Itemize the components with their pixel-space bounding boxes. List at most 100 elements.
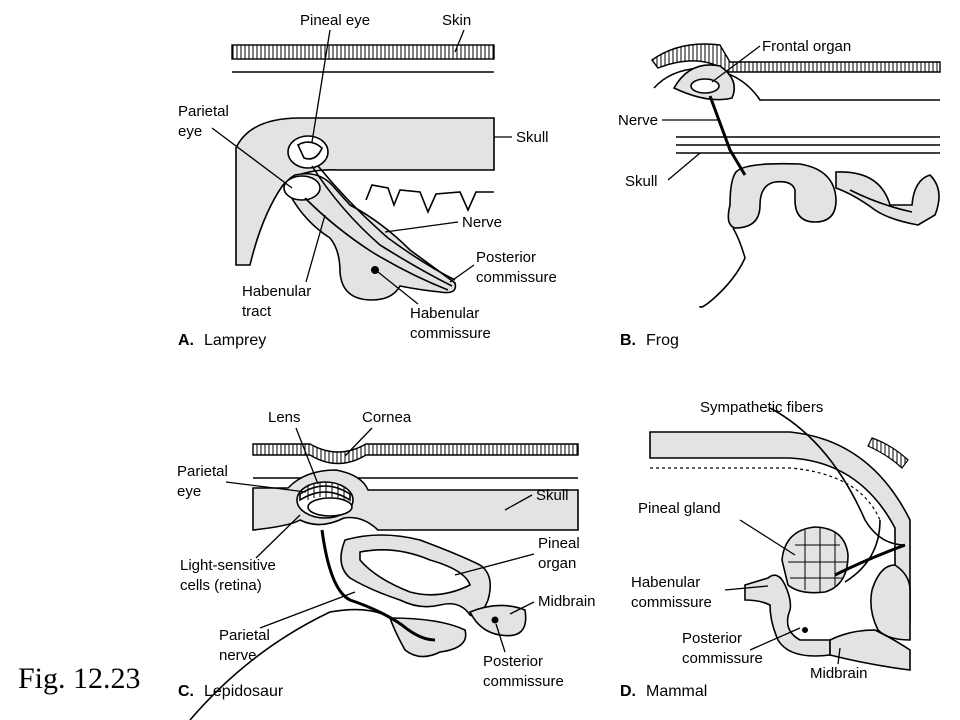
lamprey-nerve-3 (304, 197, 449, 291)
label-habenular-tract-2: tract (242, 303, 272, 320)
label-skull: Skull (516, 129, 549, 146)
leader-habenular-commissure (377, 271, 419, 305)
frog-pineal-stalk (835, 171, 940, 226)
mammal-sympathetic-fiber (769, 407, 906, 546)
label-frontal-organ: Frontal organ (762, 38, 851, 55)
lepidosaur-lower-brain (388, 617, 467, 658)
mammal-posterior-commissure-dot (802, 627, 808, 633)
label-parietal-eye-c-1: Parietal (177, 463, 228, 480)
lamprey-pineal-eye-retina (296, 141, 323, 160)
mammal-midbrain (829, 629, 911, 671)
lamprey-pineal-eye (287, 135, 329, 169)
leader-skull-b (667, 152, 701, 181)
label-midbrain-d: Midbrain (810, 665, 868, 682)
label-light-sensitive-2: cells (retina) (180, 577, 262, 594)
lepidosaur-parietal-nerve (320, 529, 436, 642)
leader-posterior-commissure-d (749, 627, 801, 651)
lamprey-cranial-roof (365, 184, 494, 215)
leader-posterior-commissure-c (495, 623, 506, 653)
leader-posterior-commissure (449, 264, 475, 283)
label-habenular-commissure-2: commissure (410, 325, 491, 342)
label-parietal-nerve-1: Parietal (219, 627, 270, 644)
leader-light-sensitive (255, 514, 301, 559)
mammal-skin (867, 437, 909, 469)
leader-skull-c (504, 494, 533, 511)
leader-parietal-eye (211, 127, 293, 189)
leader-frontal-organ (711, 45, 761, 83)
leader-pineal-gland (739, 519, 796, 556)
label-habenular-commissure-d-2: commissure (631, 594, 712, 611)
lamprey-parietal-eye (283, 175, 321, 201)
label-posterior-commissure-2: commissure (476, 269, 557, 286)
mammal-dura-inner (844, 519, 881, 583)
leader-parietal-nerve (259, 591, 356, 629)
label-nerve: Nerve (462, 214, 502, 231)
frog-brain (727, 162, 837, 229)
label-habenular-commissure-1: Habenular (410, 305, 479, 322)
label-pineal-eye: Pineal eye (300, 12, 370, 29)
label-posterior-commissure-d-1: Posterior (682, 630, 742, 647)
lamprey-nerve-2 (317, 165, 456, 281)
leader-lens (295, 427, 319, 485)
leader-pineal-organ (454, 553, 535, 576)
panel-d-name: Mammal (646, 683, 707, 700)
label-parietal-eye-1: Parietal (178, 103, 229, 120)
label-light-sensitive-1: Light-sensitive (180, 557, 276, 574)
lamprey-habenular-commissure-dot (371, 266, 379, 274)
panel-a-name: Lamprey (204, 332, 266, 349)
frog-frontal-organ-lumen (690, 78, 720, 94)
mammal-sympathetic-nerve (834, 543, 906, 577)
label-pineal-organ-1: Pineal (538, 535, 580, 552)
frog-skin (651, 43, 941, 73)
label-parietal-eye-c-2: eye (177, 483, 201, 500)
leader-nerve (384, 221, 459, 233)
label-midbrain-c: Midbrain (538, 593, 596, 610)
leader-midbrain-c (509, 601, 535, 615)
leader-pineal-eye (311, 29, 331, 143)
label-parietal-eye-2: eye (178, 123, 202, 140)
label-cornea: Cornea (362, 409, 412, 426)
lepidosaur-posterior-commissure-dot (491, 616, 499, 624)
panel-d-mammal: Sympathetic fibers Pineal gland Habenula… (620, 399, 911, 700)
panel-b-letter: B. (620, 332, 636, 349)
label-lens: Lens (268, 409, 301, 426)
mammal-pineal-gland (781, 526, 849, 594)
lamprey-nerve-1 (311, 165, 453, 287)
label-nerve-b: Nerve (618, 112, 658, 129)
leader-parietal-eye-c (225, 481, 307, 493)
label-habenular-tract-1: Habenular (242, 283, 311, 300)
label-skull-b: Skull (625, 173, 658, 190)
label-posterior-commissure-1: Posterior (476, 249, 536, 266)
leader-habenular-tract (305, 214, 326, 283)
frog-nerve-tract (849, 189, 913, 213)
panel-c-letter: C. (178, 683, 194, 700)
label-posterior-commissure-d-2: commissure (682, 650, 763, 667)
panel-c-name: Lepidosaur (204, 683, 284, 700)
mammal-cerebellum (870, 564, 911, 641)
label-posterior-commissure-c-1: Posterior (483, 653, 543, 670)
panel-b-frog: Frontal organ Nerve Skull B. Frog (618, 38, 941, 349)
lepidosaur-pineal-lumen (359, 548, 471, 596)
leader-midbrain-d (837, 647, 841, 665)
lamprey-skin (231, 44, 495, 60)
lepidosaur-eye-lumen (307, 497, 353, 517)
panel-b-name: Frog (646, 332, 679, 349)
panel-a-letter: A. (178, 332, 194, 349)
label-pineal-gland: Pineal gland (638, 500, 721, 517)
panel-c-lepidosaur: Lens Cornea Parietal eye Skull Pineal or… (177, 409, 596, 720)
leader-habenular-commissure-d (724, 585, 769, 591)
panel-a-lamprey: Pineal eye Skin Parietal eye Skull Nerve… (178, 12, 557, 349)
panel-d-letter: D. (620, 683, 636, 700)
frog-nerve (708, 95, 747, 176)
lepidosaur-skin (252, 443, 579, 465)
label-skull-c: Skull (536, 487, 569, 504)
label-skin: Skin (442, 12, 471, 29)
lepidosaur-brain-outline (189, 608, 391, 720)
label-pineal-organ-2: organ (538, 555, 576, 572)
leader-cornea (344, 427, 373, 457)
figure-label: Fig. 12.23 (18, 662, 141, 695)
label-sympathetic-fibers: Sympathetic fibers (700, 399, 823, 416)
mammal-dura (650, 467, 881, 521)
label-parietal-nerve-2: nerve (219, 647, 257, 664)
